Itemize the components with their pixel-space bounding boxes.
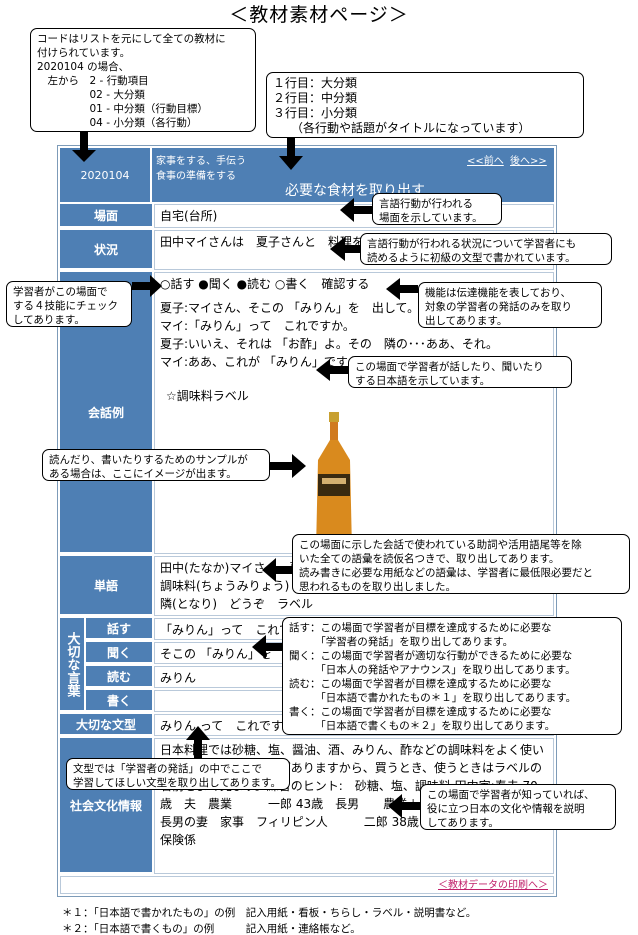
callout-situation: 言語行動が行われる状況について学習者にも 読めるように初級の文型で書かれています…: [360, 233, 612, 265]
prev-link[interactable]: <<前へ: [467, 156, 504, 167]
material-frame: [57, 145, 557, 897]
skill-label-read: 読む: [86, 666, 152, 688]
material-code: 2020104: [60, 148, 152, 202]
important-words-label: 大切な言葉: [60, 618, 84, 712]
callout-skills: 学習者がこの場面で する４技能にチェック してあります。: [6, 281, 132, 327]
callout-scene: 言語行動が行われる 場面を示しています。: [372, 193, 502, 225]
print-row: ＜教材データの印刷へ＞: [60, 876, 554, 894]
footnote-2: ＊２：「日本語で書くもの」の例 記入用紙・連絡帳など。: [62, 923, 361, 935]
skill-label-listen: 聞く: [86, 642, 152, 664]
callout-sample: 読んだり、書いたりするためのサンプルが ある場合は、ここにイメージが出ます。: [42, 449, 270, 481]
dialogue-line: 夏子:いいえ、それは 「お酢」よ。その 隣の･･･ああ、それ。: [160, 337, 498, 351]
header-line1: 家事をする、手伝う: [156, 156, 246, 167]
callout-pattern: 文型では「学習者の発話」の中でここで 学習してほしい文型を取り出してあります。: [66, 758, 290, 790]
header-line2: 食事の準備をする: [156, 171, 236, 182]
dialogue-line: マイ:「みりん」って これですか。: [160, 319, 355, 333]
skill-label-speak: 話す: [86, 618, 152, 640]
callout-vocab: この場面に示した会話で使われている助詞や活用語尾等を除 いた全ての語彙を読仮名つ…: [292, 534, 630, 594]
callout-conversation: この場面で学習者が話したり、聞いたり する日本語を示しています。: [348, 356, 572, 388]
dialogue-line: 夏子:マイさん、そこの 「みりん」を 出して。: [160, 301, 420, 315]
print-link[interactable]: ＜教材データの印刷へ＞: [438, 880, 548, 891]
callout-header-rows: １行目：大分類 ２行目：中分類 ３行目：小分類 （各行動や話題がタイトルになって…: [266, 72, 584, 138]
callout-culture: この場面で学習者が知っていれば、 役に立つ日本の文化や情報を説明 してあります。: [420, 784, 616, 830]
vocab-label: 単語: [60, 556, 152, 616]
situation-label: 状況: [60, 230, 152, 270]
callout-important: 話す：この場面で学習者が目標を達成するために必要な 「学習者の発話」を取り出して…: [282, 617, 622, 735]
footnote-1: ＊１：「日本語で書かれたもの」の例 記入用紙・看板・ちらし・ラベル・説明書など。: [62, 907, 477, 919]
callout-code: コードはリストを元にして全ての教材に 付けられています。 2020104 の場合…: [30, 28, 256, 132]
mirin-bottle-image: [316, 412, 352, 550]
pattern-label: 大切な文型: [60, 714, 152, 736]
callout-function: 機能は伝達機能を表しており、 対象の学習者の発話のみを取り 出してあります。: [418, 282, 602, 328]
page-title: ＜教材素材ページ＞: [229, 4, 409, 26]
sample-caption: ☆調味料ラベル: [166, 389, 249, 403]
next-link[interactable]: 後へ>>: [510, 156, 547, 167]
scene-label: 場面: [60, 204, 152, 228]
skill-label-write: 書く: [86, 690, 152, 712]
skills-check: ○話す ●聞く ●読む ○書く 確認する: [160, 277, 370, 291]
